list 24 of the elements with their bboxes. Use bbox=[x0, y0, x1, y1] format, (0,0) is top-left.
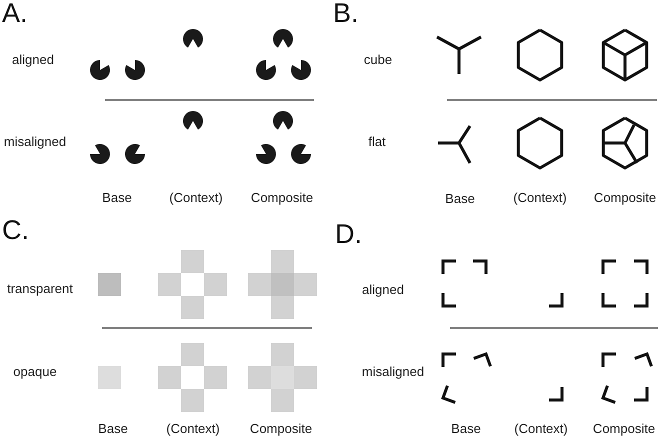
row-label: cube bbox=[364, 52, 392, 68]
row-label: misaligned bbox=[4, 134, 66, 150]
panel-letter: C. bbox=[2, 216, 29, 246]
panel-letter: D. bbox=[335, 220, 362, 250]
column-label: (Context) bbox=[169, 190, 223, 206]
row-label: aligned bbox=[12, 52, 54, 68]
column-label: Base bbox=[102, 190, 132, 206]
column-label: Composite bbox=[250, 190, 314, 206]
row-label: aligned bbox=[362, 282, 404, 298]
column-label: Base bbox=[451, 422, 481, 436]
row-label: flat bbox=[368, 134, 386, 150]
panel-letter: A. bbox=[2, 0, 28, 29]
column-label: (Context) bbox=[166, 422, 220, 436]
column-label: Base bbox=[445, 192, 475, 206]
column-label: (Context) bbox=[514, 422, 568, 436]
column-label: Composite bbox=[594, 190, 656, 206]
column-label: (Context) bbox=[513, 190, 567, 206]
row-label: misaligned bbox=[362, 364, 424, 380]
row-label: opaque bbox=[13, 364, 57, 380]
panel-letter: B. bbox=[333, 0, 359, 29]
column-label: Composite bbox=[592, 422, 656, 436]
column-label: Composite bbox=[250, 422, 312, 436]
row-label: transparent bbox=[7, 282, 73, 296]
column-label: Base bbox=[98, 422, 128, 436]
